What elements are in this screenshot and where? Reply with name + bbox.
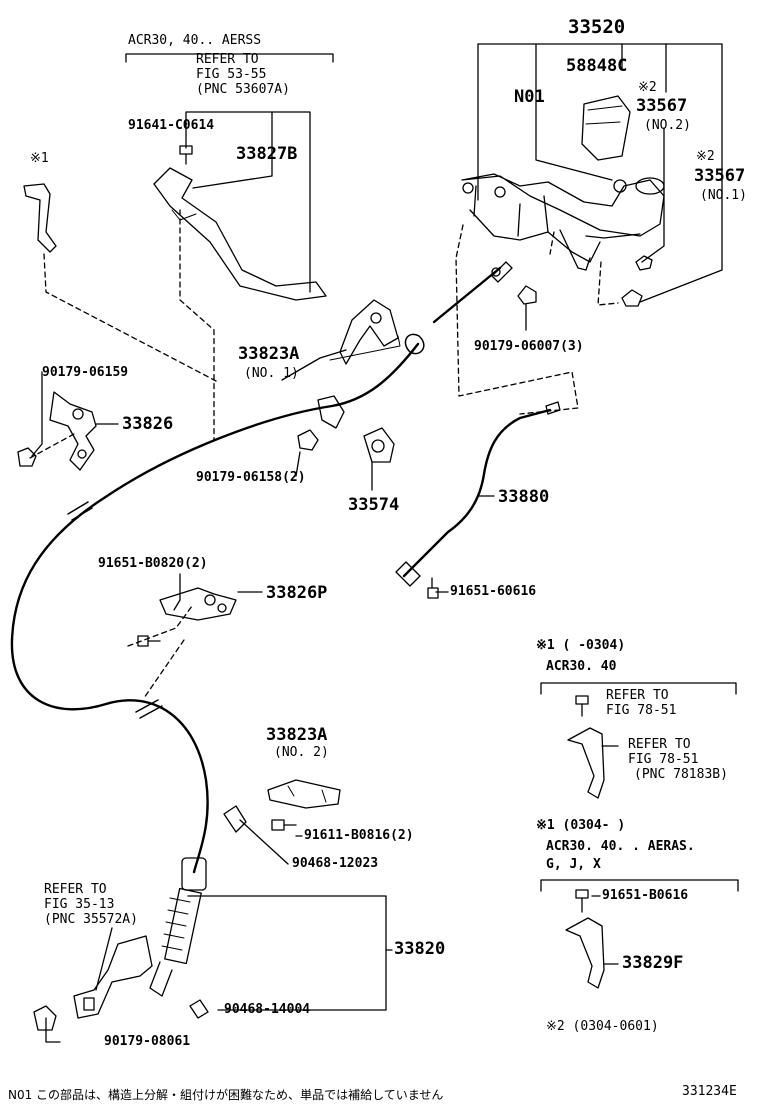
label-33823a-no1-note: (NO. 1) — [244, 366, 299, 381]
label-33567-no2-mark: ※2 — [638, 80, 657, 95]
cover-58848c — [581, 95, 631, 161]
label-91651-60616[interactable]: 91651-60616 — [450, 584, 537, 599]
label-33880[interactable]: 33880 — [498, 487, 550, 507]
label-91611-b0816[interactable]: 91611-B0816(2) — [304, 828, 414, 843]
footnote-n01: N01 この部品は、構造上分解・組付けが困難なため、単品では補給していません — [8, 1088, 444, 1102]
label-90179-06158[interactable]: 90179-06158(2) — [196, 470, 306, 485]
inset1-artwork — [540, 682, 737, 799]
label-33823a-no1[interactable]: 33823A — [238, 344, 300, 364]
label-33574[interactable]: 33574 — [348, 495, 400, 515]
bracket-33826 — [49, 391, 97, 471]
inset1-refer-a-line2[interactable]: FIG 78-51 — [606, 703, 677, 718]
label-90468-12023[interactable]: 90468-12023 — [292, 856, 379, 871]
grommet-33574 — [363, 427, 395, 463]
label-33520[interactable]: 33520 — [568, 16, 626, 38]
cable-33880 — [395, 401, 561, 587]
bracket-lower-left — [73, 935, 153, 1019]
refer-fig-53-55-line2[interactable]: FIG 53-55 — [196, 67, 267, 82]
dashed-reference-lines — [29, 209, 619, 699]
clip-33567-no2 — [635, 255, 653, 271]
retainer-near-33574 — [317, 395, 345, 429]
label-33826p[interactable]: 33826P — [266, 583, 328, 603]
label-aerss-group: ACR30, 40.. AERSS — [128, 33, 262, 48]
label-90179-06159[interactable]: 90179-06159 — [42, 365, 129, 380]
inset1-heading: ※1 ( -0304) — [536, 638, 626, 653]
inset2-model-line1: ACR30. 40. . AERAS. — [546, 839, 695, 854]
label-33823a-no2-note: (NO. 2) — [274, 745, 329, 760]
label-33567-no1-note: (NO.1) — [700, 188, 747, 203]
inset1-refer-a-line1[interactable]: REFER TO — [606, 688, 669, 703]
refer-fig-35-13-line2[interactable]: FIG 35-13 — [44, 897, 115, 912]
label-mark1-top: ※1 — [30, 151, 49, 166]
nut-90179-06158 — [297, 429, 319, 451]
label-90468-14004[interactable]: 90468-14004 — [224, 1002, 311, 1017]
bracket-33520 — [477, 43, 723, 303]
bracket-33827b — [153, 167, 327, 301]
nut-90179-06159 — [17, 447, 37, 467]
nut-90179-08061 — [33, 1005, 57, 1031]
clamp-33823a-no1 — [329, 299, 401, 365]
label-90179-08061[interactable]: 90179-08061 — [104, 1034, 191, 1049]
leader-lines — [31, 319, 527, 1043]
label-90179-06007[interactable]: 90179-06007(3) — [474, 339, 584, 354]
label-33567-no1[interactable]: 33567 — [694, 166, 746, 186]
group-bracket-aerss — [125, 53, 334, 63]
clamp-33823a-no2 — [267, 779, 341, 809]
bolt-91651-60616 — [427, 577, 439, 599]
inset1-refer-b-pnc[interactable]: (PNC 78183B) — [634, 767, 728, 782]
label-33820[interactable]: 33820 — [394, 939, 446, 959]
nut-90179-06007 — [517, 285, 537, 321]
refer-fig-53-55-pnc[interactable]: (PNC 53607A) — [196, 82, 290, 97]
label-n01[interactable]: N01 — [514, 87, 545, 107]
label-33823a-no2[interactable]: 33823A — [266, 725, 328, 745]
refer-fig-35-13-line1[interactable]: REFER TO — [44, 882, 107, 897]
clip-90468-14004 — [189, 999, 209, 1019]
label-91641-c0614[interactable]: 91641-C0614 — [128, 118, 215, 133]
bolt-91651-b0820 — [137, 635, 161, 647]
inset2-heading: ※1 (0304- ) — [536, 818, 626, 833]
refer-fig-53-55-line1[interactable]: REFER TO — [196, 52, 259, 67]
bracket-mark1-top — [23, 183, 57, 253]
inset1-refer-b-line2[interactable]: FIG 78-51 — [628, 752, 699, 767]
inset1-model: ACR30. 40 — [546, 659, 617, 674]
inset1-refer-b-line1[interactable]: REFER TO — [628, 737, 691, 752]
label-91651-b0820[interactable]: 91651-B0820(2) — [98, 556, 208, 571]
inset2-model-line2: G, J, X — [546, 857, 601, 872]
bolt-91611-b0816 — [271, 819, 297, 831]
clip-90468-12023 — [223, 805, 247, 833]
control-cable-33820 — [10, 261, 513, 997]
clip-33567-no1 — [621, 289, 643, 307]
label-33567-no2[interactable]: 33567 — [636, 96, 688, 116]
leader-lines-33827b — [185, 111, 311, 293]
bolt-91641-c0614 — [179, 145, 193, 165]
refer-fig-35-13-pnc[interactable]: (PNC 35572A) — [44, 912, 138, 927]
label-33826[interactable]: 33826 — [122, 414, 174, 434]
label-33827b[interactable]: 33827B — [236, 144, 298, 164]
label-33829f[interactable]: 33829F — [622, 953, 684, 973]
shift-lever-assembly-33520 — [461, 173, 665, 271]
label-33567-no1-mark: ※2 — [696, 149, 715, 164]
illustration-id: 331234E — [682, 1084, 737, 1099]
label-58848c[interactable]: 58848C — [566, 56, 628, 76]
label-33567-no2-note: (NO.2) — [644, 118, 691, 133]
footnote-mark2: ※2 (0304-0601) — [546, 1019, 659, 1034]
inset2-artwork — [540, 879, 739, 989]
bracket-33826p — [159, 587, 237, 621]
label-91651-b0616[interactable]: 91651-B0616 — [602, 888, 689, 903]
